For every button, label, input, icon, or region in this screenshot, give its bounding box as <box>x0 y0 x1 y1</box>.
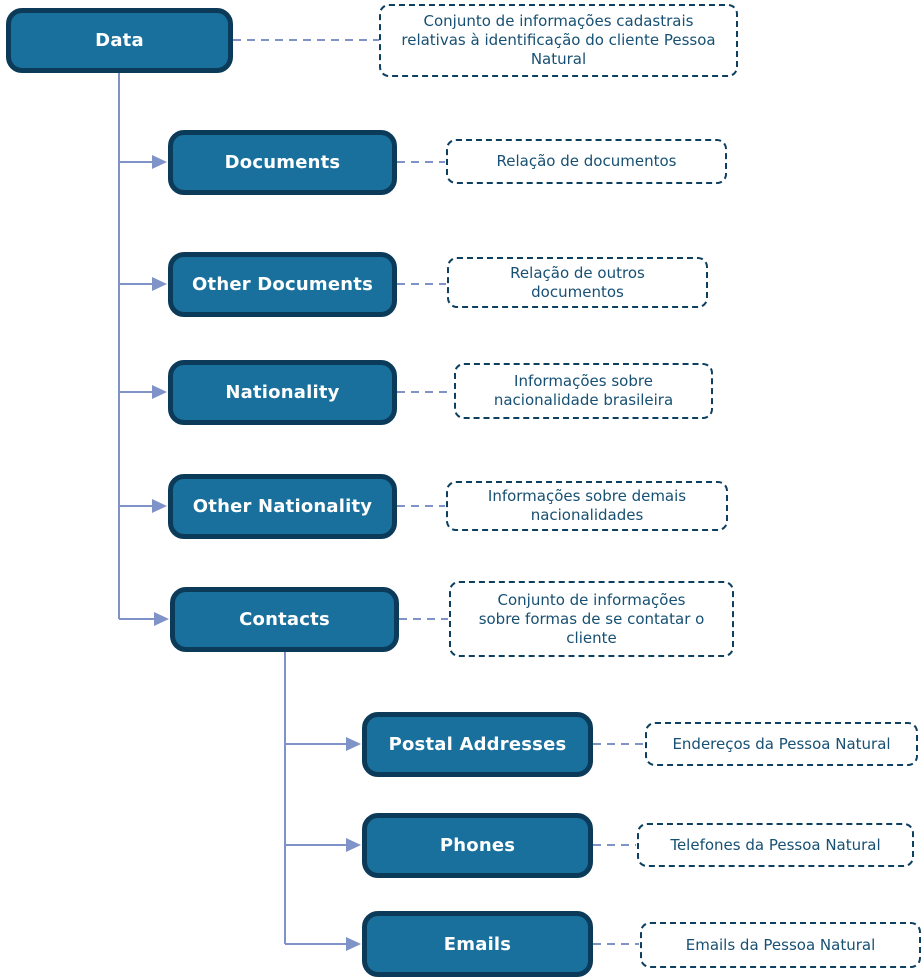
tree-connectors-contacts <box>284 652 361 951</box>
node-other-nationality: Other Nationality <box>168 474 397 539</box>
node-data: Data <box>6 8 233 73</box>
note-emails: Emails da Pessoa Natural <box>640 922 921 968</box>
note-data: Conjunto de informações cadastrais relat… <box>379 4 738 77</box>
node-postal-addresses: Postal Addresses <box>362 712 593 777</box>
node-contacts: Contacts <box>170 587 399 652</box>
note-other-nationality: Informações sobre demais nacionalidades <box>446 481 728 531</box>
node-emails: Emails <box>362 911 593 977</box>
note-other-documents: Relação de outros documentos <box>447 257 708 308</box>
note-postal-addresses: Endereços da Pessoa Natural <box>645 722 918 766</box>
note-phones: Telefones da Pessoa Natural <box>637 823 914 867</box>
tree-connectors-data <box>118 73 169 626</box>
node-other-documents: Other Documents <box>168 252 397 317</box>
node-phones: Phones <box>362 813 593 878</box>
node-documents: Documents <box>168 130 397 195</box>
node-nationality: Nationality <box>168 360 397 425</box>
note-documents: Relação de documentos <box>446 139 727 184</box>
note-nationality: Informações sobre nacionalidade brasilei… <box>454 363 713 419</box>
note-contacts: Conjunto de informações sobre formas de … <box>449 581 734 657</box>
